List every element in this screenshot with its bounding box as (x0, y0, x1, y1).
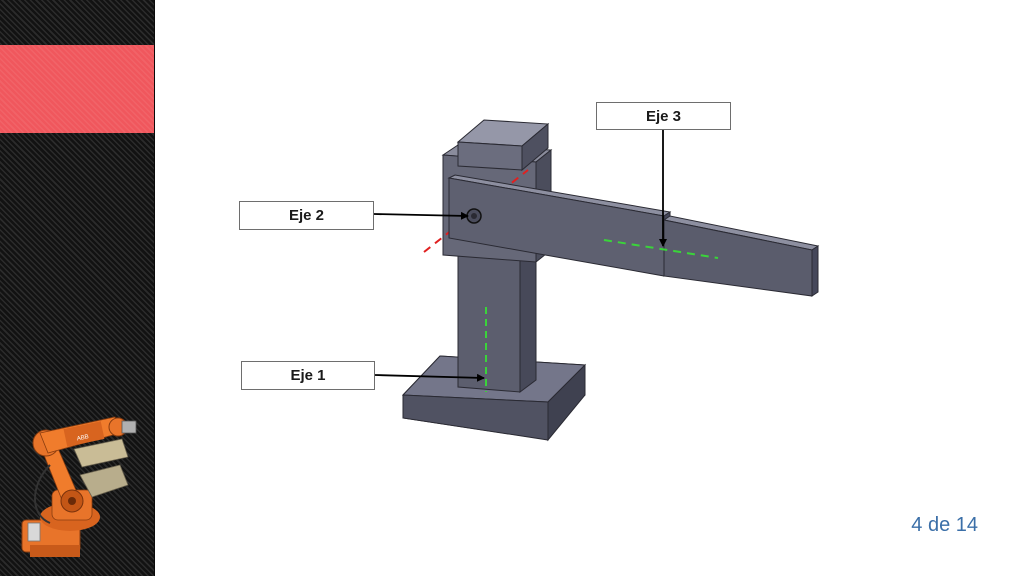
svg-text:ABB: ABB (76, 434, 89, 442)
top-cap (456, 119, 550, 172)
pivot-joint-center (471, 213, 477, 219)
sidebar-decoration: ABB (0, 0, 155, 576)
eje2-pointer-arrow (373, 211, 469, 220)
eje1-pointer-arrow (374, 373, 485, 382)
page-number: 4 de 14 (911, 514, 978, 536)
axis-3-line (603, 239, 719, 259)
industrial-robot-arm-image: ABB (21, 416, 137, 557)
telescopic-arm (662, 215, 820, 297)
eje3-label: Eje 3 (596, 102, 731, 130)
eje1-label: Eje 1 (241, 361, 375, 390)
eje2-label: Eje 2 (239, 201, 374, 230)
accent-block (0, 45, 154, 133)
